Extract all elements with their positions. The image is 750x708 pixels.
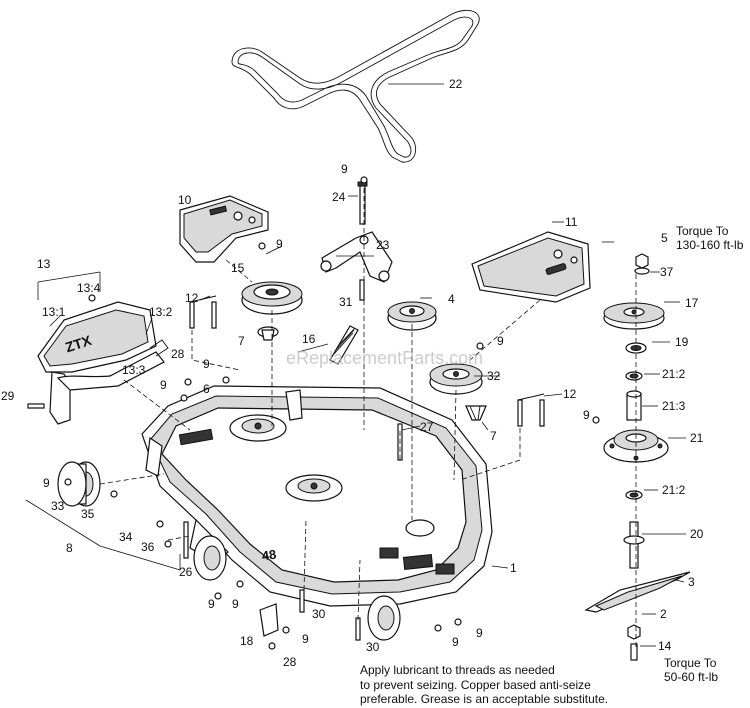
callout-29: 29 bbox=[1, 389, 15, 403]
callout-2: 2 bbox=[660, 607, 667, 621]
callout-35: 35 bbox=[81, 507, 95, 521]
callout-28: 28 bbox=[171, 347, 185, 361]
lubricant-note-line-3: preferable. Grease is an acceptable subs… bbox=[360, 692, 609, 706]
callout-9: 9 bbox=[476, 626, 483, 640]
callout-9: 9 bbox=[276, 237, 283, 251]
callout-17: 17 bbox=[685, 296, 699, 310]
callout-9: 9 bbox=[208, 597, 215, 611]
callout-33: 33 bbox=[51, 499, 65, 513]
bolt-24 bbox=[357, 181, 368, 225]
watermark: eReplacementParts.com bbox=[286, 348, 483, 368]
callout-36: 36 bbox=[141, 540, 155, 554]
callout-11: 11 bbox=[565, 215, 578, 229]
callout-9: 9 bbox=[232, 597, 239, 611]
callout-9: 9 bbox=[452, 635, 459, 649]
torque-note-value: 130-160 ft-lb bbox=[676, 238, 744, 252]
callout-9: 9 bbox=[302, 632, 309, 646]
callout-10: 10 bbox=[178, 193, 192, 207]
cone-spacer-right bbox=[465, 405, 487, 421]
callout-7: 7 bbox=[490, 429, 497, 443]
callout-12: 12 bbox=[563, 387, 577, 401]
callout-1: 1 bbox=[510, 561, 517, 575]
callout-3: 3 bbox=[688, 575, 695, 589]
drive-belt bbox=[231, 10, 480, 163]
pulley-4 bbox=[387, 301, 437, 331]
callout-30: 30 bbox=[312, 607, 326, 621]
callout-37: 37 bbox=[660, 265, 674, 279]
deck-wheel-rear bbox=[367, 595, 401, 641]
left-spindle-cover bbox=[179, 195, 269, 263]
callout-9: 9 bbox=[497, 334, 504, 348]
callout-26: 26 bbox=[179, 565, 193, 579]
svg-text:ZTX: ZTX bbox=[63, 332, 94, 356]
callout-5: 5 bbox=[661, 231, 668, 245]
callout-9: 9 bbox=[203, 357, 210, 371]
callout-21: 21 bbox=[690, 431, 704, 445]
svg-text:48: 48 bbox=[261, 547, 277, 564]
callout-21-2: 21:2 bbox=[662, 483, 686, 497]
callout-18: 18 bbox=[240, 634, 254, 648]
hardware-bolts bbox=[27, 176, 600, 650]
callout-6: 6 bbox=[203, 382, 210, 396]
callout-20: 20 bbox=[690, 527, 704, 541]
callout-21-2: 21:2 bbox=[662, 367, 686, 381]
callout-9: 9 bbox=[160, 378, 167, 392]
callout-16: 16 bbox=[302, 332, 316, 346]
callout-4: 4 bbox=[448, 292, 455, 306]
callout-9: 9 bbox=[43, 476, 50, 490]
callout-13-4: 13:4 bbox=[77, 281, 101, 295]
lubricant-note-line-2: to prevent seizing. Copper based anti-se… bbox=[360, 677, 591, 692]
callout-21-3: 21:3 bbox=[662, 399, 686, 413]
bracket-18 bbox=[259, 603, 279, 637]
lubricant-note: Apply lubricant to threads as needed to … bbox=[360, 663, 750, 707]
callout-34: 34 bbox=[119, 530, 133, 544]
torque-note-blade-bolt: Torque To 50-60 ft-lb bbox=[664, 656, 718, 684]
callout-32: 32 bbox=[487, 369, 501, 383]
callout-9: 9 bbox=[341, 162, 348, 176]
callout-28: 28 bbox=[283, 655, 297, 669]
torque-note-spindle-nut: Torque To 130-160 ft-lb bbox=[676, 224, 743, 252]
callout-8: 8 bbox=[66, 541, 73, 555]
torque-note-line: Torque To bbox=[676, 224, 729, 238]
lubricant-note-line-1: Apply lubricant to threads as needed bbox=[360, 663, 555, 677]
callout-23: 23 bbox=[376, 238, 390, 252]
callout-13-3: 13:3 bbox=[122, 363, 146, 377]
callout-7: 7 bbox=[238, 334, 245, 348]
callout-24: 24 bbox=[332, 190, 346, 204]
torque-note-line: Torque To bbox=[664, 656, 717, 670]
callout-13-1: 13:1 bbox=[42, 305, 66, 319]
callout-30: 30 bbox=[366, 640, 380, 654]
mower-deck: 48 bbox=[141, 385, 493, 607]
right-spindle-cover bbox=[471, 231, 591, 303]
callout-31: 31 bbox=[339, 295, 353, 309]
cone-spacer-left bbox=[257, 326, 279, 341]
spindle-stack bbox=[584, 253, 691, 661]
callout-13: 13 bbox=[37, 257, 51, 271]
callout-19: 19 bbox=[675, 335, 689, 349]
deck-wheel-33 bbox=[57, 461, 101, 507]
callout-labels: 22 9 24 10 11 9 23 5 15 37 13 13:4 12 31… bbox=[1, 77, 704, 669]
callout-27: 27 bbox=[420, 420, 434, 434]
pulley-15 bbox=[241, 281, 303, 315]
assembly-lines bbox=[99, 188, 637, 650]
callout-9: 9 bbox=[583, 408, 590, 422]
discharge-chute: ZTX bbox=[37, 301, 169, 425]
spring bbox=[329, 325, 359, 365]
leader-lines bbox=[25, 83, 686, 647]
torque-note-value: 50-60 ft-lb bbox=[664, 670, 719, 684]
deck-wheel-front bbox=[193, 535, 227, 581]
callout-13-2: 13:2 bbox=[149, 305, 173, 319]
callout-14: 14 bbox=[658, 639, 672, 653]
callout-22: 22 bbox=[449, 77, 463, 91]
callout-12: 12 bbox=[185, 291, 199, 305]
callout-15: 15 bbox=[231, 261, 245, 275]
pulley-32 bbox=[429, 363, 483, 395]
